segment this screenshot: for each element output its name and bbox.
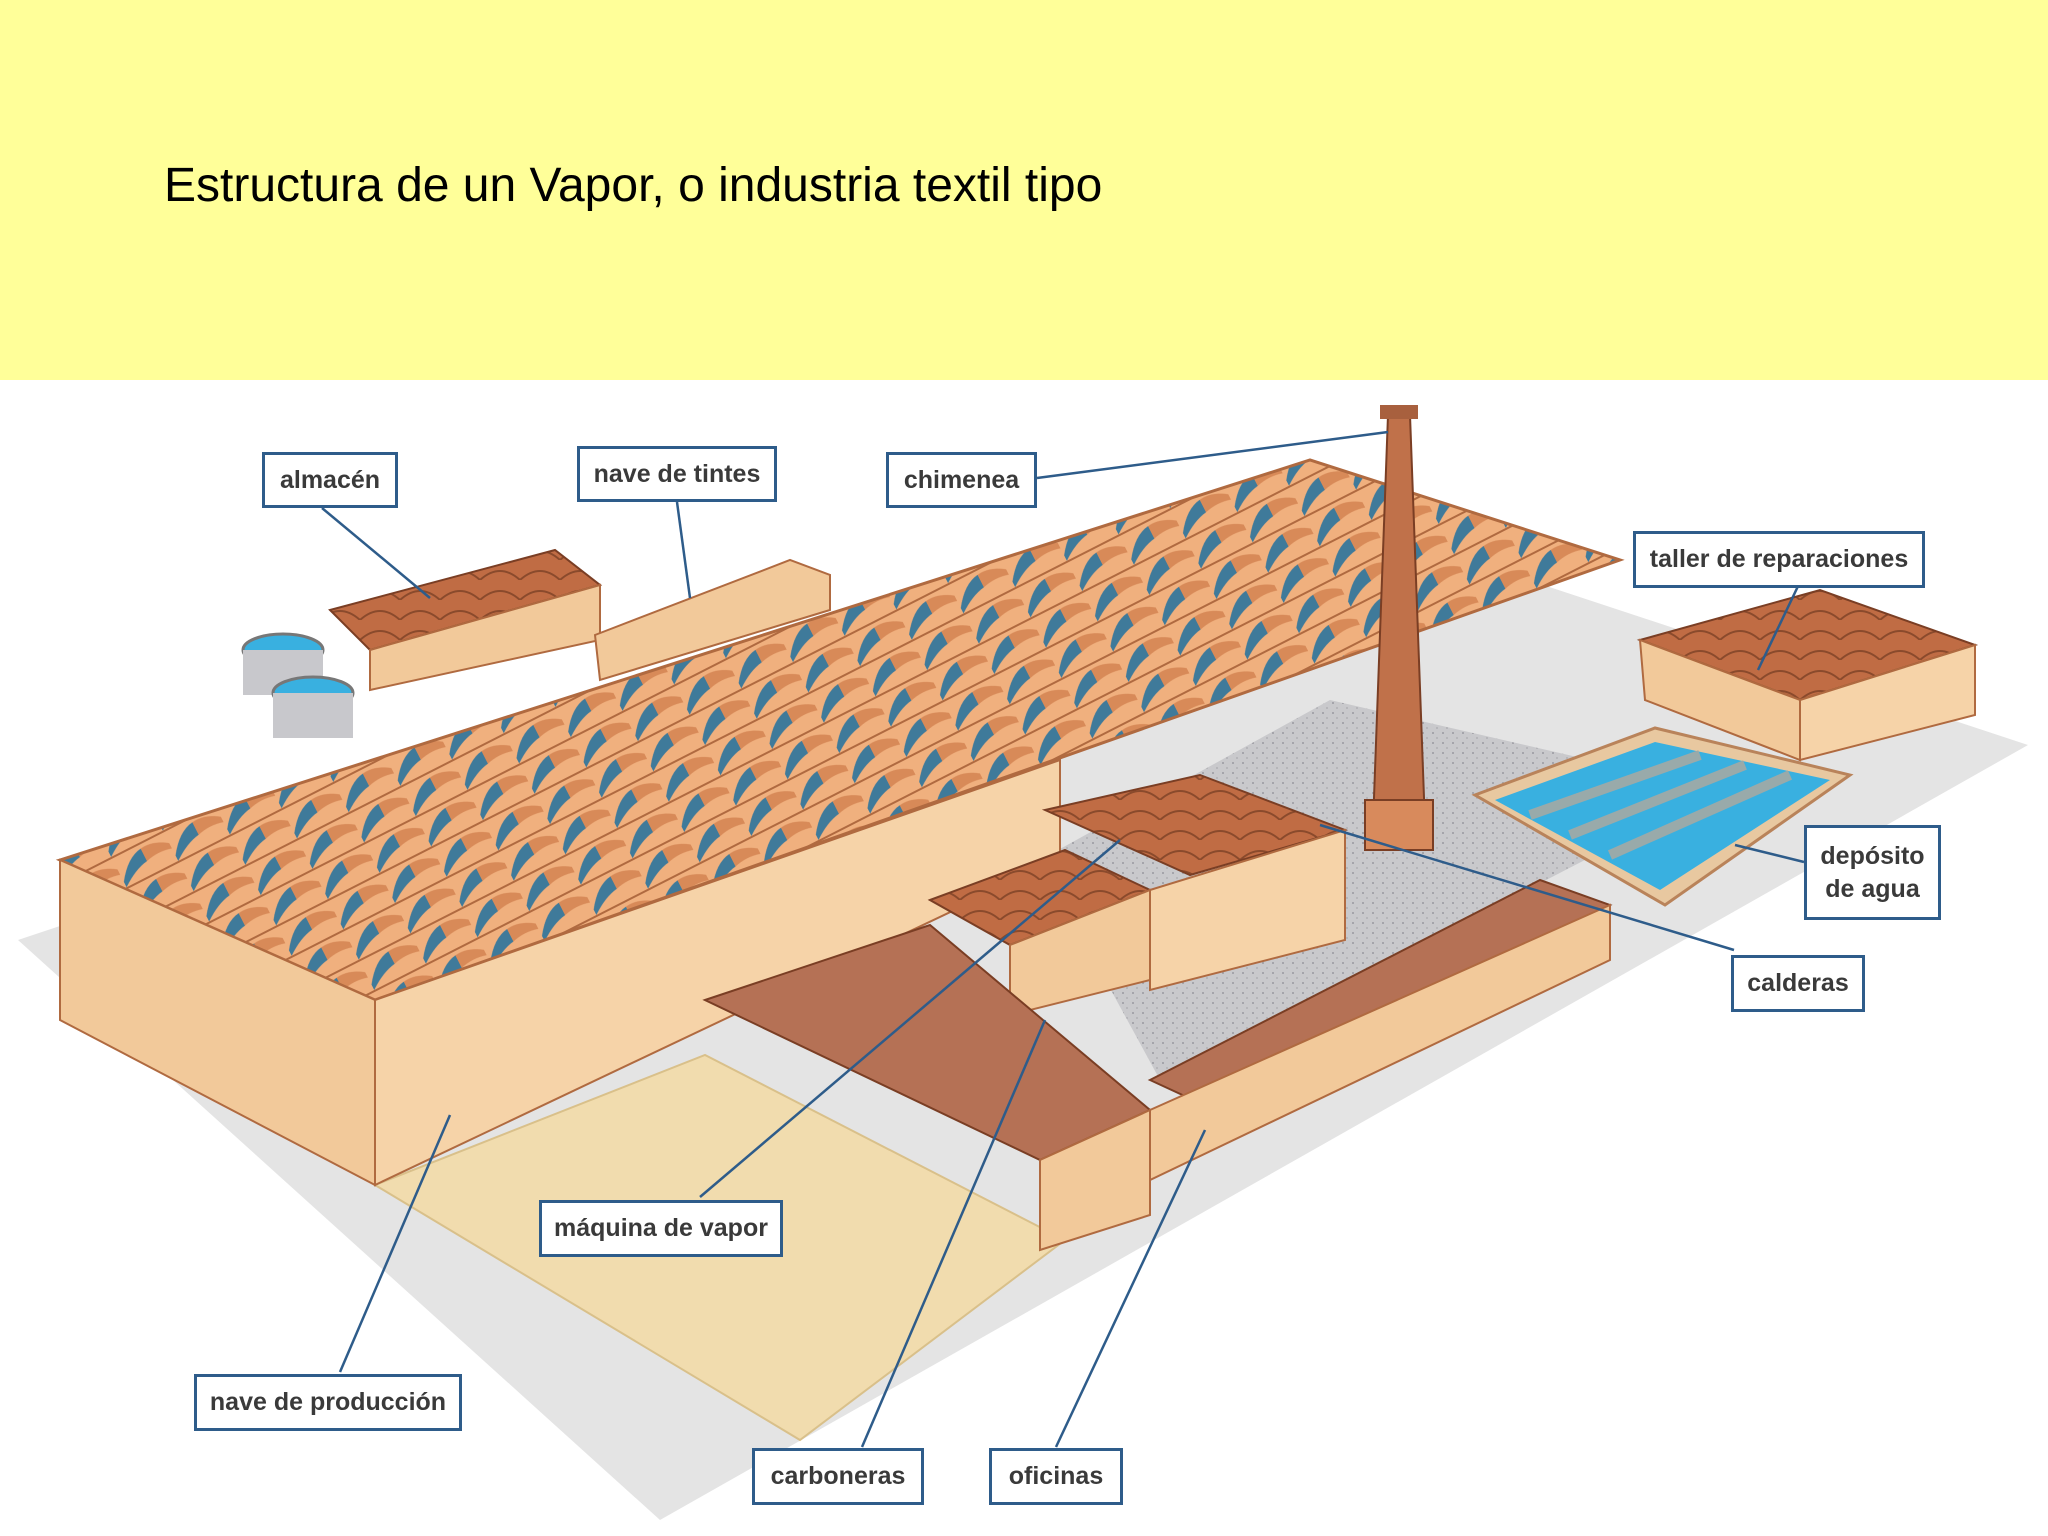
label-nave-de-tintes: nave de tintes (577, 446, 777, 502)
leader-lines (321, 430, 1805, 1448)
page-title: Estructura de un Vapor, o industria text… (164, 159, 1103, 212)
dye-house (328, 548, 831, 692)
title-banner: Estructura de un Vapor, o industria text… (0, 0, 2048, 380)
label-chimenea: chimenea (886, 452, 1037, 508)
label-deposito-de-agua: depósito de agua (1804, 825, 1941, 920)
label-carboneras: carboneras (752, 1448, 924, 1505)
engine-house (927, 773, 1349, 1017)
production-hall (55, 458, 1625, 1187)
label-calderas: calderas (1731, 955, 1865, 1012)
factory-illustration (18, 405, 2028, 1520)
label-nave-de-produccion: nave de producción (194, 1374, 462, 1431)
repair-workshop (1636, 588, 1979, 762)
chimney (1364, 405, 1434, 851)
water-reservoir (1471, 726, 1854, 907)
label-oficinas: oficinas (989, 1448, 1123, 1505)
offices (1147, 878, 1613, 1182)
storage-tanks (241, 632, 355, 738)
label-maquina-de-vapor: máquina de vapor (539, 1200, 783, 1257)
label-taller-de-reparaciones: taller de reparaciones (1633, 531, 1925, 588)
label-almacen: almacén (262, 452, 398, 508)
